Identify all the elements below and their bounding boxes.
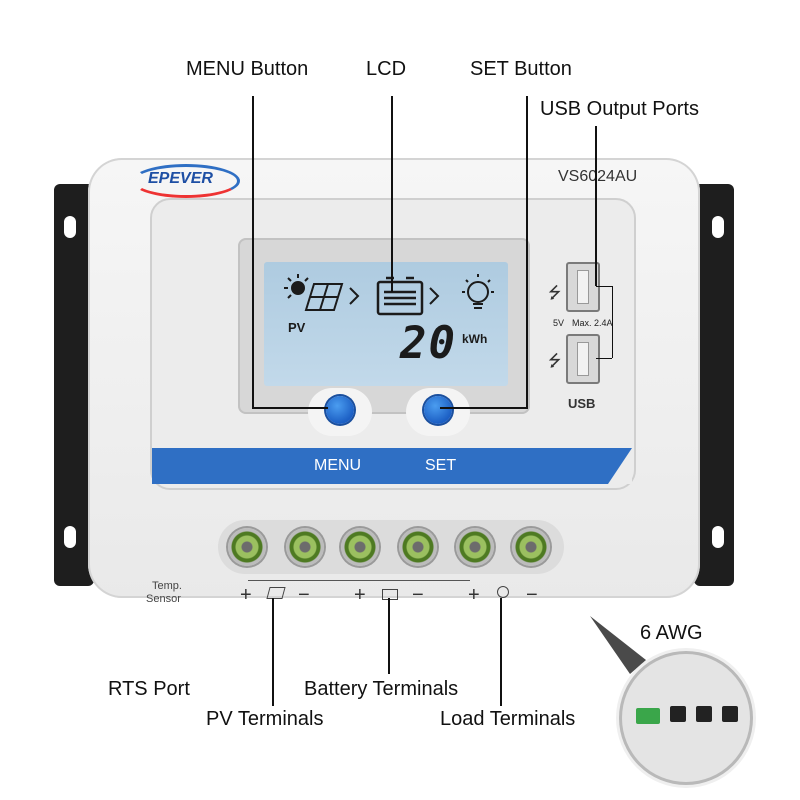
right-bracket-hole-top (712, 216, 724, 238)
set-button-label: SET (425, 457, 457, 474)
usb-symbol-icon: ⭍ (548, 353, 562, 370)
right-bracket-hole-bottom (712, 526, 724, 548)
menu-button[interactable] (326, 396, 354, 424)
left-mounting-bracket (54, 184, 94, 586)
right-mounting-bracket (694, 184, 734, 586)
menu-button-label: MENU (314, 457, 362, 474)
inset-pointer (590, 616, 646, 674)
button-label-band (152, 448, 632, 484)
chevron-right-icon (429, 287, 440, 305)
leader-line-set (440, 407, 528, 409)
callout-menu-button: MENU Button (186, 58, 309, 80)
usb-symbol-icon: ⭍ (548, 285, 562, 302)
terminal-strip (218, 520, 564, 574)
usb-bracket-line (596, 358, 612, 359)
load-positive-terminal[interactable] (456, 528, 494, 566)
battery-minus-sign: − (412, 584, 424, 606)
leader-line-battery (388, 598, 390, 674)
sun-icon (284, 274, 309, 299)
temp-sensor-label-line2: Sensor (146, 593, 181, 605)
callout-battery-terminals: Battery Terminals (304, 678, 459, 700)
pv-positive-terminal[interactable] (228, 528, 266, 566)
usb-port-top[interactable] (566, 262, 600, 312)
leader-line-menu (252, 96, 254, 408)
usb-label: USB (568, 396, 596, 411)
usb-port-bottom[interactable] (566, 334, 600, 384)
callout-set-button: SET Button (470, 58, 572, 80)
rts-port-connector (636, 708, 660, 724)
solar-panel-icon (304, 283, 344, 311)
leader-line-pv (272, 598, 274, 706)
usb-bracket-line (612, 286, 613, 358)
callout-rts-port: RTS Port (108, 678, 190, 700)
left-bracket-hole-bottom (64, 526, 76, 548)
terminal-detail-inset (622, 654, 750, 782)
lcd-pv-label: PV (288, 320, 306, 335)
brand-logo (132, 164, 240, 198)
callout-six-awg: 6 AWG (640, 622, 703, 644)
left-bracket-hole-top (64, 216, 76, 238)
leader-line-menu (252, 407, 328, 409)
blue-band-right-slant (608, 448, 632, 484)
temp-sensor-label-line1: Temp. (152, 580, 182, 592)
light-bulb-icon (497, 586, 509, 598)
callout-usb-output-ports: USB Output Ports (540, 98, 699, 120)
terminal-group-line (248, 580, 470, 581)
callout-load-terminals: Load Terminals (440, 708, 576, 730)
battery-icon (376, 276, 424, 316)
solar-panel-icon (266, 587, 286, 599)
leader-line-load (500, 598, 502, 706)
callout-lcd: LCD (366, 58, 407, 80)
pv-negative-terminal[interactable] (286, 528, 324, 566)
lcd-energy-value: 20 (400, 318, 457, 369)
leader-line-set (526, 96, 528, 408)
battery-plus-sign: + (354, 584, 366, 606)
pv-plus-sign: + (240, 584, 252, 606)
leader-line-usb (595, 126, 597, 286)
leader-line-lcd (391, 96, 393, 292)
lcd-energy-unit: kWh (462, 332, 488, 346)
chevron-right-icon (349, 287, 360, 305)
light-bulb-icon (462, 274, 494, 309)
load-negative-terminal[interactable] (512, 528, 550, 566)
terminal-socket (722, 706, 738, 722)
usb-bracket-line (596, 286, 612, 287)
lcd-icons (284, 274, 494, 316)
battery-positive-terminal[interactable] (341, 528, 379, 566)
load-minus-sign: − (526, 584, 538, 606)
pv-minus-sign: − (298, 584, 310, 606)
usb-rating-current: Max. 2.4A (572, 318, 613, 328)
battery-negative-terminal[interactable] (399, 528, 437, 566)
load-plus-sign: + (468, 584, 480, 606)
model-number: VS6024AU (558, 168, 638, 185)
callout-pv-terminals: PV Terminals (206, 708, 324, 730)
set-button[interactable] (424, 396, 452, 424)
terminal-socket (696, 706, 712, 722)
brand-name: EPEVER (148, 170, 213, 187)
battery-icon (382, 589, 398, 600)
terminal-socket (670, 706, 686, 722)
usb-rating-voltage: 5V (553, 318, 565, 328)
